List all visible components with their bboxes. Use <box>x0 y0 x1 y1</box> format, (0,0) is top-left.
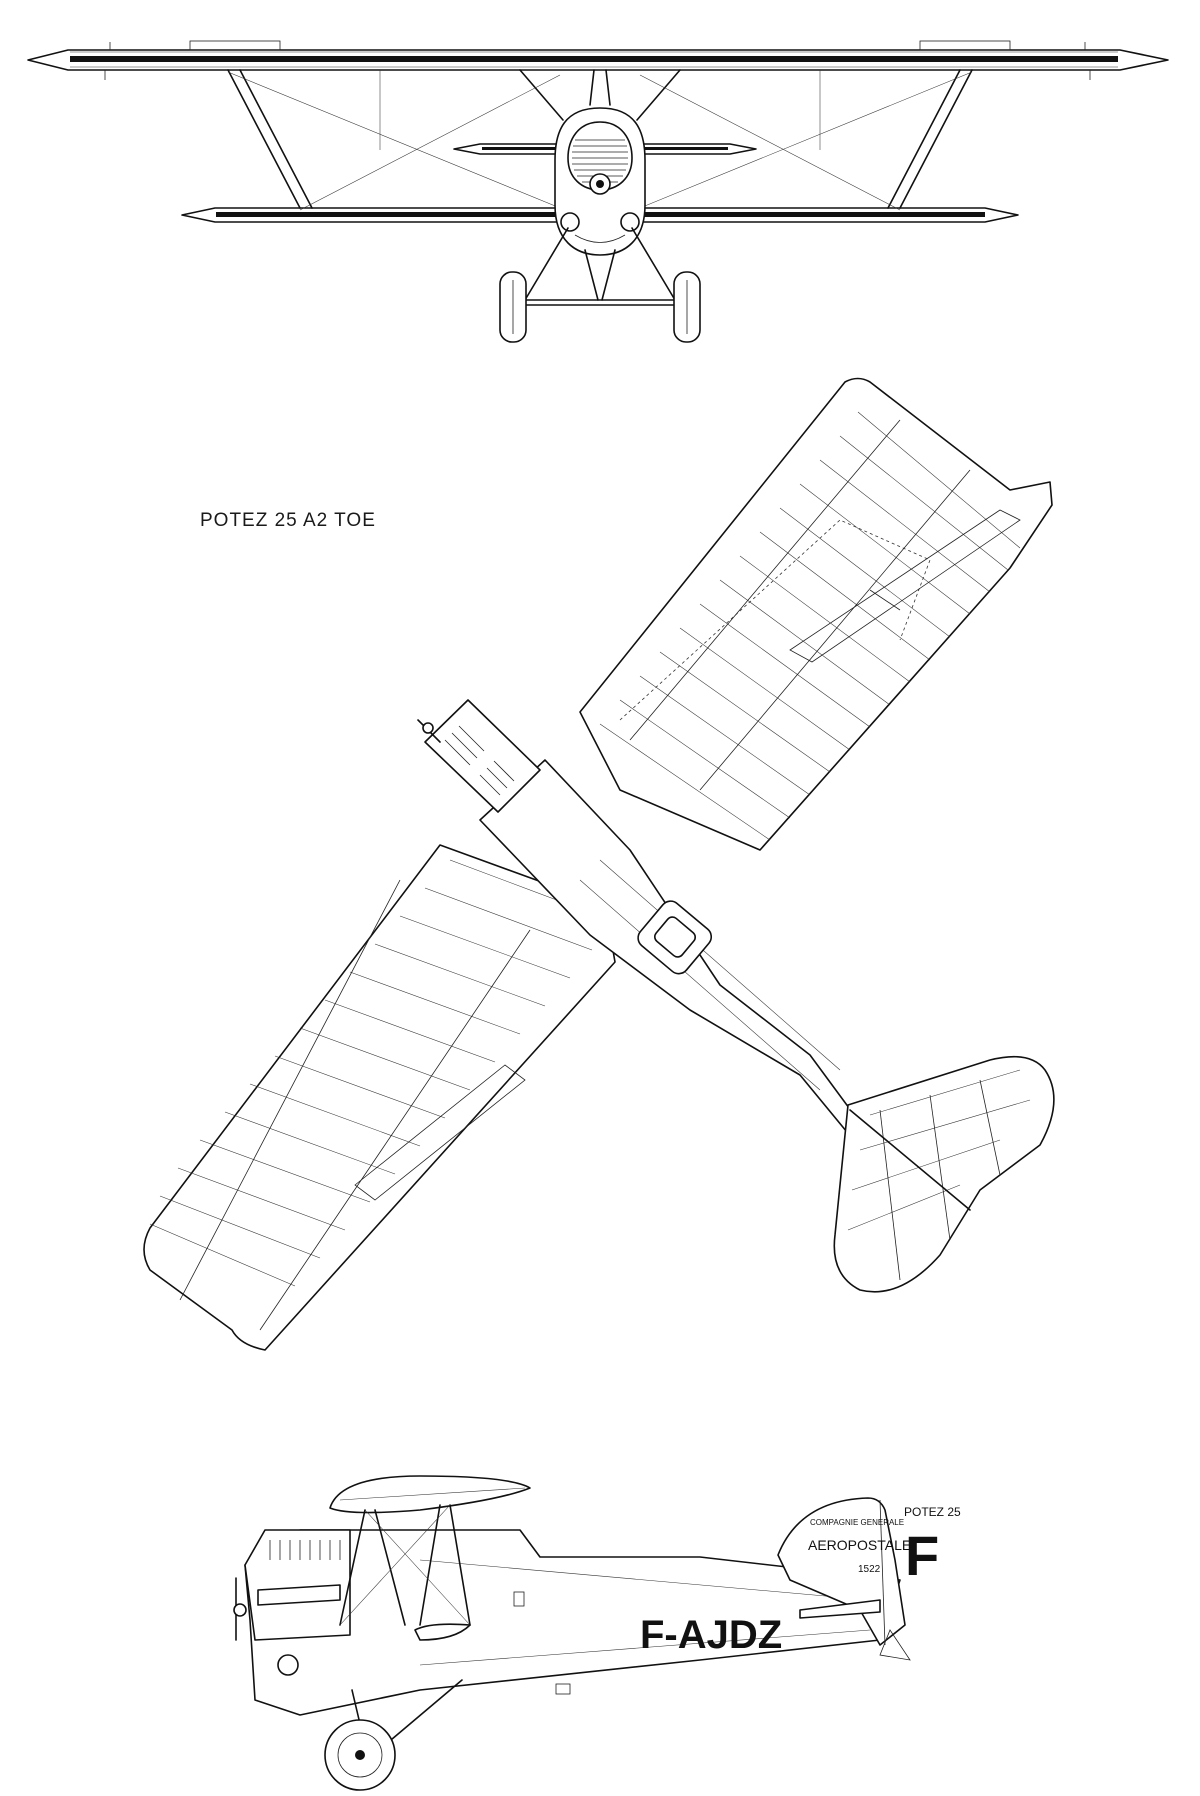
side-struts <box>339 1504 471 1641</box>
aileron-right <box>789 509 1021 663</box>
top-fuselage <box>479 759 881 1161</box>
front-interplane-struts <box>227 69 973 209</box>
registration-marking: F-AJDZ <box>640 1613 782 1657</box>
front-bracing-wires <box>227 70 973 211</box>
radiator-grille <box>572 139 628 183</box>
drawing-title: POTEZ 25 A2 TOE <box>200 510 376 531</box>
exhaust-louvres <box>444 725 515 796</box>
side-fuselage <box>233 1529 901 1716</box>
top-engine <box>417 699 541 813</box>
front-landing-gear <box>499 227 701 343</box>
side-fin <box>777 1497 911 1661</box>
wing-ribs-right <box>599 411 1021 841</box>
top-wing-right-panel <box>579 377 1053 851</box>
top-tail <box>833 1055 1055 1293</box>
nationality-marking: F <box>905 1524 939 1587</box>
exhaust-pipe <box>257 1584 341 1606</box>
side-landing-gear <box>324 1679 463 1791</box>
tail-skid <box>879 1629 911 1661</box>
side-view: F-AJDZ COMPAGNIE GENERALE AEROPOSTALE PO… <box>233 1475 961 1791</box>
side-tailplane <box>799 1599 881 1619</box>
type-marking: POTEZ 25 <box>904 1505 961 1519</box>
top-wing-left-panel <box>143 844 616 1351</box>
company-marking: COMPAGNIE GENERALE <box>810 1518 904 1527</box>
wing-ribs-left <box>149 859 611 1331</box>
front-upper-wing <box>27 40 1169 80</box>
side-lower-wing <box>414 1623 471 1641</box>
front-fuselage <box>554 107 646 256</box>
top-view <box>143 377 1055 1351</box>
cowling-louvres <box>269 1540 341 1560</box>
livery-markings: F-AJDZ COMPAGNIE GENERALE AEROPOSTALE PO… <box>640 1505 961 1657</box>
front-view <box>27 40 1169 343</box>
side-upper-wing <box>329 1475 531 1514</box>
airline-marking: AEROPOSTALE <box>808 1537 911 1553</box>
serial-marking: 1522 <box>858 1564 881 1575</box>
rudder-top <box>849 1109 971 1211</box>
aileron-left <box>354 1064 526 1201</box>
